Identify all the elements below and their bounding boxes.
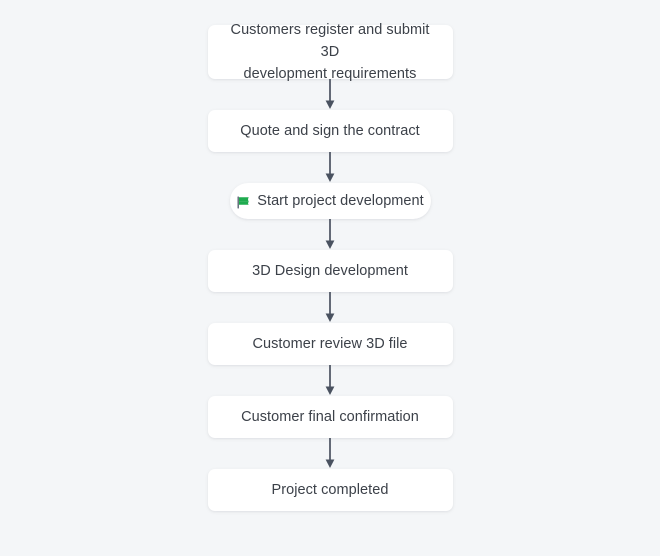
flow-node-6-label: Customer final confirmation	[241, 409, 419, 425]
flow-node-7-label: Project completed	[271, 482, 389, 498]
connector-arrow-5	[325, 365, 335, 395]
connector-arrow-3	[325, 219, 335, 249]
flow-node-5[interactable]: Customer review 3D file	[207, 323, 453, 365]
flow-node-6[interactable]: Customer final confirmation	[207, 396, 453, 438]
flow-node-5-label: Customer review 3D file	[252, 336, 408, 352]
connector-arrow-4	[325, 292, 335, 322]
green-flag-icon	[236, 195, 251, 210]
flow-node-4-label: 3D Design development	[252, 263, 408, 279]
flow-node-3-label: Start project development	[257, 193, 424, 209]
flow-node-4[interactable]: 3D Design development	[207, 250, 453, 292]
connector-arrow-1	[325, 79, 335, 109]
connector-arrow-2	[325, 152, 335, 182]
connector-arrow-6	[325, 438, 335, 468]
flow-node-7[interactable]: Project completed	[207, 469, 453, 511]
flow-node-3-start-project-development[interactable]: Start project development	[229, 183, 431, 219]
flow-node-2[interactable]: Quote and sign the contract	[207, 110, 453, 152]
flow-node-2-label: Quote and sign the contract	[240, 123, 420, 139]
